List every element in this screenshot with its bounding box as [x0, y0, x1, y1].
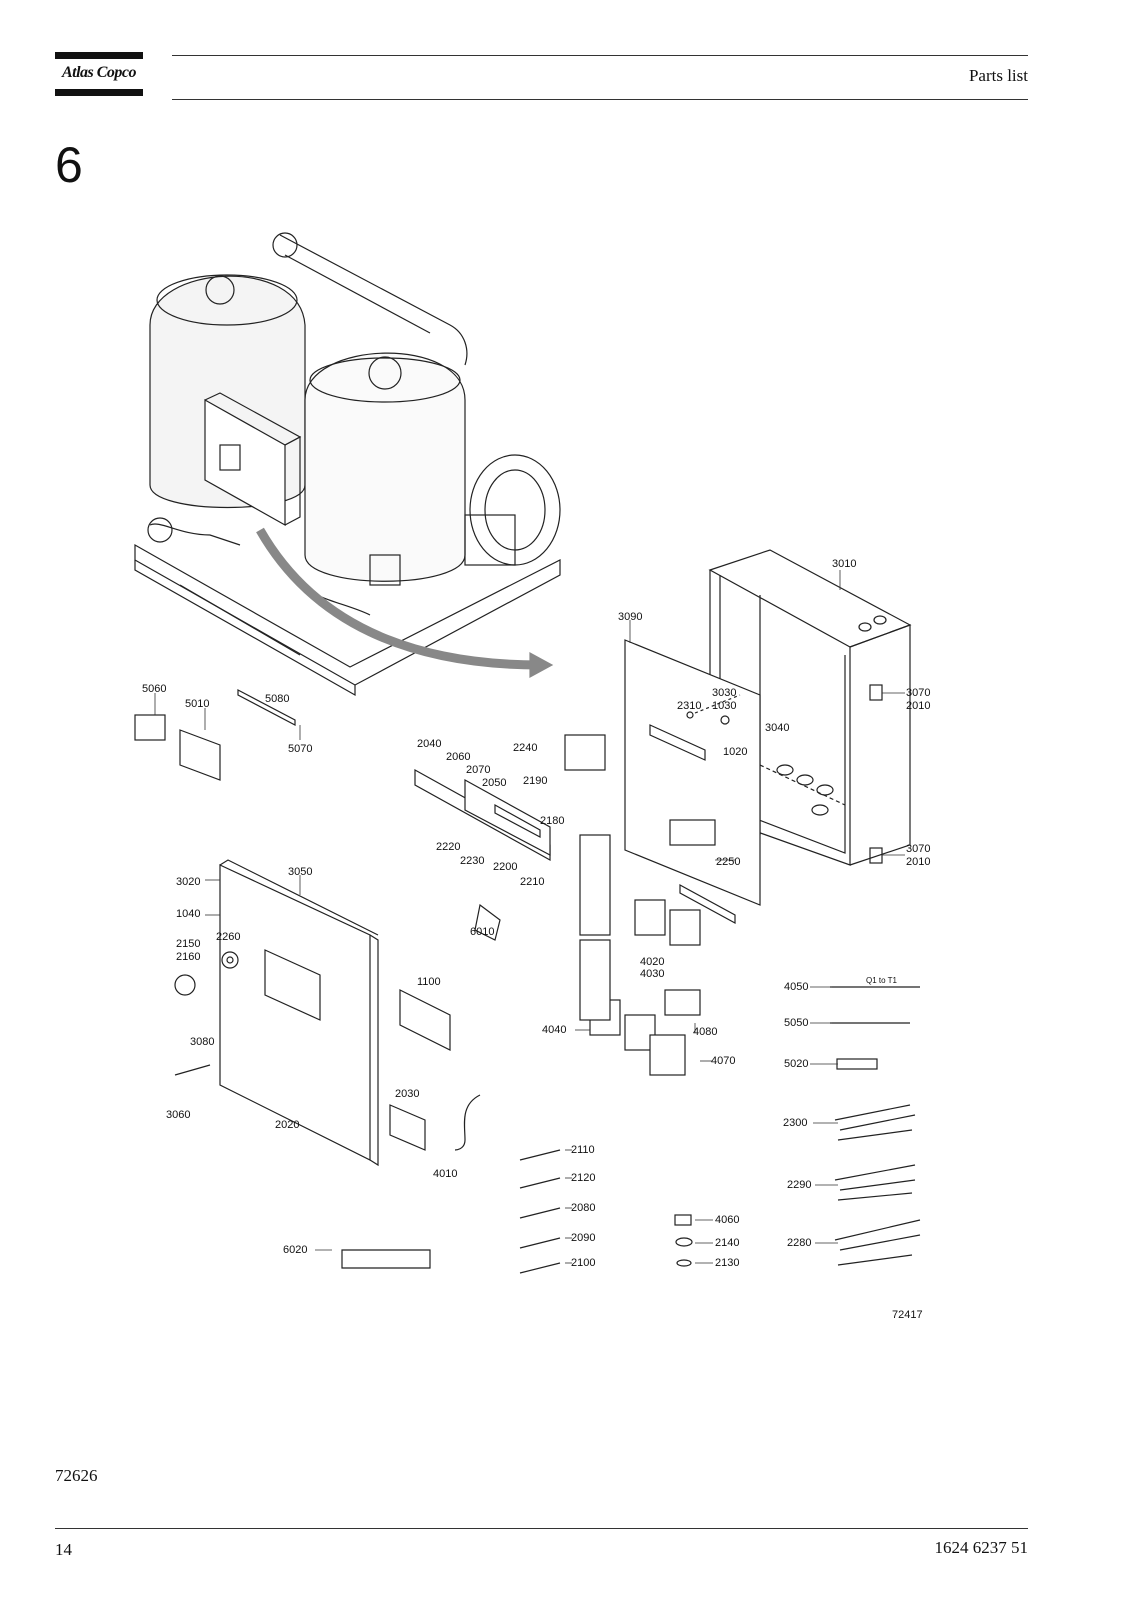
logo-bar-bottom [55, 89, 143, 96]
section-number: 6 [55, 137, 83, 193]
callout-4070: 4070 [711, 1055, 735, 1067]
callout-2230: 2230 [460, 855, 484, 867]
figure-reference: 72626 [55, 1466, 98, 1485]
callout-2100: 2100 [571, 1257, 595, 1269]
parts-diagram-svg: 3010 3090 3030 1030 2310 1020 3040 3070 … [134, 232, 930, 1321]
callout-5070: 5070 [288, 743, 312, 755]
callout-5020: 5020 [784, 1058, 808, 1070]
callout-2040: 2040 [417, 738, 441, 750]
callout-labels: 3010 3090 3030 1030 2310 1020 3040 3070 … [142, 558, 930, 1321]
callout-2140: 2140 [715, 1237, 739, 1249]
callout-6020: 6020 [283, 1244, 307, 1256]
callout-2030: 2030 [395, 1088, 419, 1100]
logo-bar-top [55, 52, 143, 59]
callout-2300: 2300 [783, 1117, 807, 1129]
callout-3050: 3050 [288, 866, 312, 878]
callout-3030: 3030 [712, 687, 736, 699]
callout-3090: 3090 [618, 611, 642, 623]
callout-5010: 5010 [185, 698, 209, 710]
callout-2180: 2180 [540, 815, 564, 827]
callout-3070-bottom: 3070 [906, 843, 930, 855]
callout-4020: 4020 [640, 956, 664, 968]
callout-3060: 3060 [166, 1109, 190, 1121]
callout-2240: 2240 [513, 742, 537, 754]
callout-2250: 2250 [716, 856, 740, 868]
callout-4010: 4010 [433, 1168, 457, 1180]
callout-3010: 3010 [832, 558, 856, 570]
callout-3040: 3040 [765, 722, 789, 734]
callout-4050: 4050 [784, 981, 808, 993]
callout-1020: 1020 [723, 746, 747, 758]
callout-4080: 4080 [693, 1026, 717, 1038]
callout-2280: 2280 [787, 1237, 811, 1249]
page-title: Parts list [968, 66, 1028, 85]
callout-2090: 2090 [571, 1232, 595, 1244]
exploded-parts-drawing: 3010 3090 3030 1030 2310 1020 3040 3070 … [120, 215, 1000, 1355]
logo-wordmark: Atlas Copco [61, 64, 137, 81]
contactor-modules [579, 834, 736, 1076]
drawing-number: 72417 [892, 1309, 923, 1321]
callout-2080: 2080 [571, 1202, 595, 1214]
callout-2260: 2260 [216, 931, 240, 943]
dryer-assembly-illustration [134, 232, 561, 697]
document-number: 1624 6237 51 [934, 1538, 1029, 1557]
callout-5060: 5060 [142, 683, 166, 695]
callout-3070-top: 3070 [906, 687, 930, 699]
callout-4040: 4040 [542, 1024, 566, 1036]
cabinet-door [219, 859, 379, 1167]
callout-2210: 2210 [520, 876, 544, 888]
callout-2050: 2050 [482, 777, 506, 789]
callout-2290: 2290 [787, 1179, 811, 1191]
callout-2200: 2200 [493, 861, 517, 873]
header-rule-top [172, 55, 1028, 56]
callout-4030: 4030 [640, 968, 664, 980]
callout-5080: 5080 [265, 693, 289, 705]
callout-2060: 2060 [446, 751, 470, 763]
callout-2070: 2070 [466, 764, 490, 776]
callout-1040: 1040 [176, 908, 200, 920]
callout-2020: 2020 [275, 1119, 299, 1131]
callout-2110: 2110 [571, 1144, 595, 1156]
callout-2190: 2190 [523, 775, 547, 787]
callout-3020: 3020 [176, 876, 200, 888]
callout-2150: 2150 [176, 938, 200, 950]
mounting-plate [624, 639, 761, 906]
callout-1030: 1030 [712, 700, 736, 712]
page-number: 14 [55, 1540, 72, 1559]
callout-2310: 2310 [677, 700, 701, 712]
cable-label-q1-t1: Q1 to T1 [866, 976, 898, 985]
callout-2010-top: 2010 [906, 700, 930, 712]
callout-5050: 5050 [784, 1017, 808, 1029]
callout-2120: 2120 [571, 1172, 595, 1184]
callout-2010-bottom: 2010 [906, 856, 930, 868]
callout-3080: 3080 [190, 1036, 214, 1048]
callout-2130: 2130 [715, 1257, 739, 1269]
footer-rule [55, 1528, 1028, 1529]
header-rule-bottom [172, 99, 1028, 100]
callout-2160: 2160 [176, 951, 200, 963]
atlas-copco-logo: Atlas Copco [55, 52, 143, 98]
callout-1100: 1100 [417, 976, 441, 988]
terminal-strip [414, 734, 606, 862]
callout-6010: 6010 [470, 926, 494, 938]
callout-2220: 2220 [436, 841, 460, 853]
callout-4060: 4060 [715, 1214, 739, 1226]
